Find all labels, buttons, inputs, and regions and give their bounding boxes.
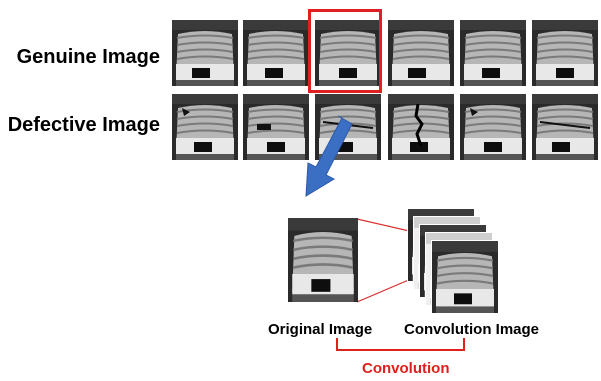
genuine-image-6 [532, 20, 598, 86]
convolution-bracket [336, 338, 465, 351]
genuine-image-5 [460, 20, 526, 86]
defective-image-label: Defective Image [7, 114, 160, 136]
defective-image-5 [460, 94, 526, 160]
selected-image-highlight [308, 9, 382, 93]
original-image-caption: Original Image [268, 321, 373, 338]
defective-image-6 [532, 94, 598, 160]
genuine-image-2 [243, 20, 309, 86]
defective-image-1 [172, 94, 238, 160]
down-arrow-icon [305, 115, 353, 197]
original-image [288, 218, 358, 302]
genuine-image-label: Genuine Image [16, 46, 160, 68]
convolution-image-caption: Convolution Image [404, 321, 539, 338]
feature-map-5 [431, 240, 499, 314]
genuine-image-4 [388, 20, 454, 86]
defective-image-4 [388, 94, 454, 160]
defective-image-2 [243, 94, 309, 160]
genuine-image-1 [172, 20, 238, 86]
convolution-label: Convolution [362, 360, 450, 377]
genuine-image-3 [315, 20, 381, 86]
